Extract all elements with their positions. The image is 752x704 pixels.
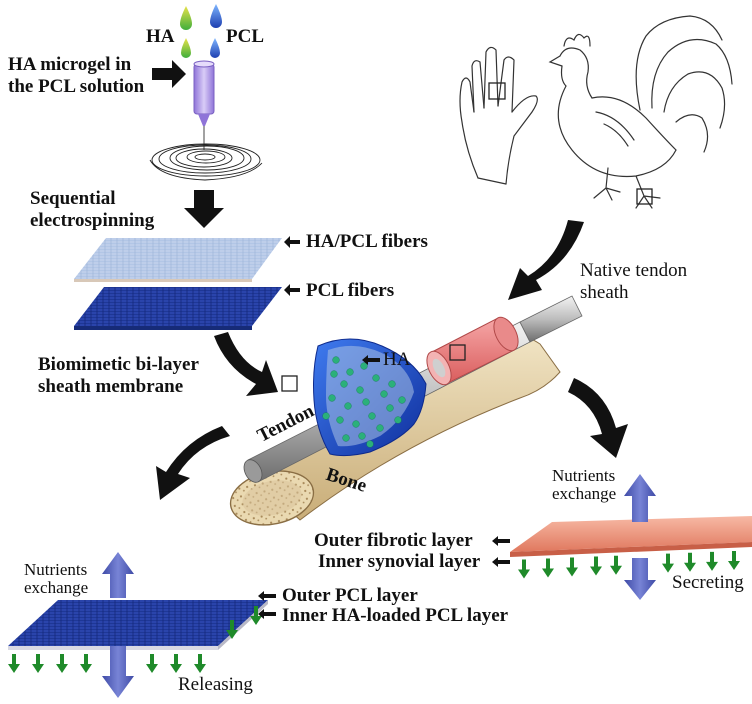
arrow-to-pcl-icon <box>284 284 300 296</box>
ha-pcl-fibers-label: HA/PCL fibers <box>306 231 428 252</box>
ha-particles <box>322 356 406 448</box>
ha-drop-label: HA <box>146 26 175 47</box>
ha-center-label: HA <box>383 349 411 370</box>
right-nutrients-line2: exchange <box>552 484 617 503</box>
curved-arrow-right-result-icon <box>568 378 628 458</box>
microgel-label-line1: HA microgel in <box>8 54 132 75</box>
electrospin-label-line2: electrospinning <box>30 210 155 231</box>
curved-arrow-native-icon <box>508 220 584 300</box>
hand-sketch-icon <box>459 46 538 185</box>
electrospin-label-line1: Sequential <box>30 188 116 209</box>
arrow-outer-pcl-icon <box>258 591 276 601</box>
pcl-fiber-sheet <box>74 287 282 330</box>
pcl-membrane-plate <box>8 600 268 650</box>
releasing-label: Releasing <box>178 674 253 695</box>
exchange-arrow-right-icon <box>624 474 656 600</box>
pcl-drop-label: PCL <box>226 26 264 47</box>
native-sheath-label-line1: Native tendon <box>580 260 688 281</box>
syringe-icon <box>193 60 215 150</box>
secrete-arrows-right <box>518 551 740 579</box>
curved-arrow-left-result-icon <box>156 426 230 500</box>
outer-pcl-layer-label: Outer PCL layer <box>282 585 418 606</box>
curved-arrow-to-tendon-icon <box>214 332 278 396</box>
arrow-to-haPcl-icon <box>284 236 300 248</box>
ha-droplet-icon <box>180 6 192 58</box>
arrow-down-electrospin-icon <box>184 190 224 228</box>
pcl-fibers-label: PCL fibers <box>306 280 395 301</box>
exchange-arrow-left-icon <box>102 552 134 698</box>
arrow-inner-pcl-icon <box>258 609 276 619</box>
left-nutrients-line1: Nutrients <box>24 560 88 579</box>
release-arrows-left <box>8 606 262 673</box>
native-sheath-red-tube <box>426 316 519 386</box>
left-nutrients-line2: exchange <box>24 578 89 597</box>
membrane-label-line2: sheath membrane <box>38 376 184 397</box>
arrow-to-syringe-icon <box>152 60 186 88</box>
inner-synovial-label: Inner synovial layer <box>318 551 481 572</box>
native-sheath-label-line2: sheath <box>580 282 629 303</box>
arrow-inner-synovial-icon <box>492 557 510 567</box>
inner-ha-pcl-layer-label: Inner HA-loaded PCL layer <box>282 605 509 626</box>
secreting-label: Secreting <box>672 572 744 593</box>
bilayer-membrane-wrap <box>281 338 427 457</box>
microgel-label-line2: the PCL solution <box>8 76 145 97</box>
native-sheath-plate <box>510 516 752 557</box>
arrow-outer-fibrotic-icon <box>492 536 510 546</box>
ha-pcl-fiber-sheet <box>74 238 282 282</box>
outer-fibrotic-label: Outer fibrotic layer <box>314 530 473 551</box>
membrane-label-line1: Biomimetic bi-layer <box>38 354 199 375</box>
electrospin-spiral-icon <box>149 143 263 181</box>
arrow-to-ha-icon <box>362 355 380 365</box>
right-nutrients-line1: Nutrients <box>552 466 616 485</box>
pcl-droplet-icon <box>210 4 222 58</box>
rooster-sketch-icon <box>548 15 733 209</box>
